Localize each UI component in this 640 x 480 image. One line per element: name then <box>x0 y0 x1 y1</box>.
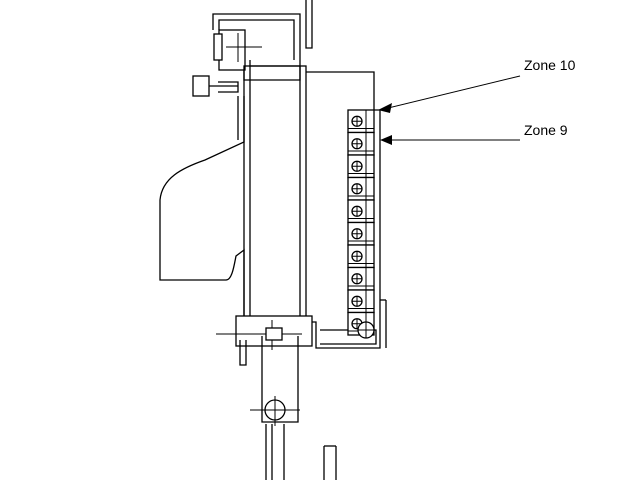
terminal-4 <box>347 244 375 269</box>
latch-handle <box>192 75 239 97</box>
side-plate <box>159 96 245 330</box>
terminal-3 <box>347 266 375 291</box>
label-zone-10: Zone 10 <box>524 57 576 73</box>
terminal-9 <box>347 131 375 156</box>
arrowhead-zone-9 <box>380 135 392 145</box>
terminal-2 <box>347 289 375 314</box>
callout-leaders <box>378 75 521 145</box>
top-bracket <box>212 0 313 81</box>
terminal-8 <box>347 154 375 179</box>
drive-link <box>216 315 337 480</box>
main-body <box>243 65 307 329</box>
arrowhead-zone-10 <box>378 103 392 113</box>
terminal-block-strip <box>347 109 375 336</box>
terminal-5 <box>347 221 375 246</box>
terminal-10 <box>347 109 375 134</box>
terminal-7 <box>347 176 375 201</box>
bottom-screw <box>357 321 375 339</box>
terminal-6 <box>347 199 375 224</box>
label-zone-9: Zone 9 <box>524 122 568 138</box>
